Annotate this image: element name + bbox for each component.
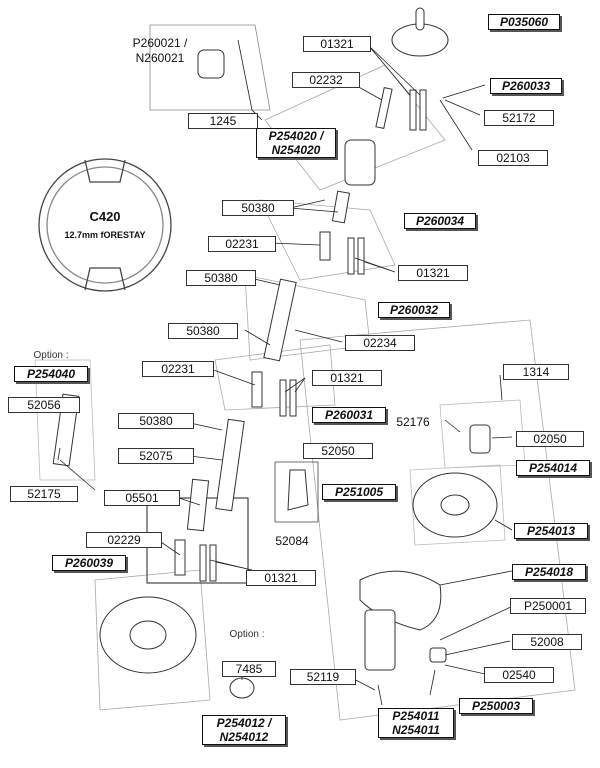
label-50380-c: 50380 [168,323,238,339]
label-52008: 52008 [512,634,582,650]
label-01321-d: 01321 [246,570,316,586]
label-52175: 52175 [10,486,78,502]
label-02540: 02540 [484,667,554,683]
label-02231-a: 02231 [208,236,276,252]
bearing-p260021 [197,49,225,79]
label-p254020: P254020 / N254020 [256,128,336,158]
label-p260031: P260031 [312,407,386,423]
c420-profile [38,158,172,292]
label-1314: 1314 [503,364,569,380]
c420-title: C420 [89,209,121,224]
panel-right-large [299,319,576,721]
tube-50380-d [215,418,245,512]
label-52050: 52050 [303,443,373,459]
part-7485 [229,677,255,699]
label-7485: 7485 [222,661,276,677]
label-p250001: P250001 [510,598,586,614]
label-01321-b: 01321 [398,265,468,281]
label-02229: 02229 [86,532,162,548]
label-02050: 02050 [516,431,584,447]
panel-drum [94,569,211,711]
panel-left-option [34,359,96,481]
tube-05501 [186,478,210,532]
panel-p260034 [259,199,396,281]
swivel-p254020 [344,139,376,186]
bush-02050 [469,424,491,454]
label-02103: 02103 [478,150,548,166]
tube-02231-b [251,371,263,408]
label-02231-b: 02231 [142,361,214,377]
tube-02232 [375,87,393,129]
tube-p260032 [263,278,297,362]
label-p251005: P251005 [322,484,396,500]
label-p260034: P260034 [404,213,476,229]
label-p260032: P260032 [378,302,450,318]
label-p254040: P254040 [14,366,88,382]
label-52084: 52084 [275,534,309,548]
label-02232: 02232 [292,72,360,88]
label-p260021: P260021 / N260021 [132,36,188,65]
label-50380-a: 50380 [222,200,294,216]
label-01321-c: 01321 [312,370,382,386]
label-05501: 05501 [104,490,180,506]
label-p254012: P254012 / N254012 [202,715,286,745]
spring-p251005 [287,469,309,511]
label-p254013: P254013 [514,523,588,539]
label-52172: 52172 [484,110,554,126]
panel-p254013 [409,464,506,546]
label-p250003: P250003 [459,698,533,714]
tube-50380-a [331,190,351,224]
drum-body-p254011 [364,609,396,671]
label-02234: 02234 [345,335,415,351]
label-50380-b: 50380 [186,270,256,286]
c420-subtitle: 12.7mm fORESTAY [64,230,146,240]
panel-mid [214,344,336,411]
label-01321-a: 01321 [303,36,371,52]
label-52176: 52176 [396,415,430,429]
tube-02231-a [319,231,331,261]
panel-top-left [149,24,271,111]
option-label-2: Option : [229,629,265,640]
label-p035060: P035060 [488,14,560,30]
label-52056: 52056 [8,397,80,413]
label-p254014: P254014 [516,460,590,476]
label-52119: 52119 [290,669,356,685]
panel-p251005 [274,461,319,523]
label-p254018: P254018 [512,564,586,580]
label-1245: 1245 [188,113,258,129]
label-p260033: P260033 [490,78,562,94]
label-50380-d: 50380 [118,413,194,429]
link-52008 [429,647,447,663]
label-52075: 52075 [118,448,194,464]
label-p254011: P254011 N254011 [378,708,454,738]
label-p260039: P260039 [52,555,126,571]
option-label-1: Option : [33,350,69,361]
